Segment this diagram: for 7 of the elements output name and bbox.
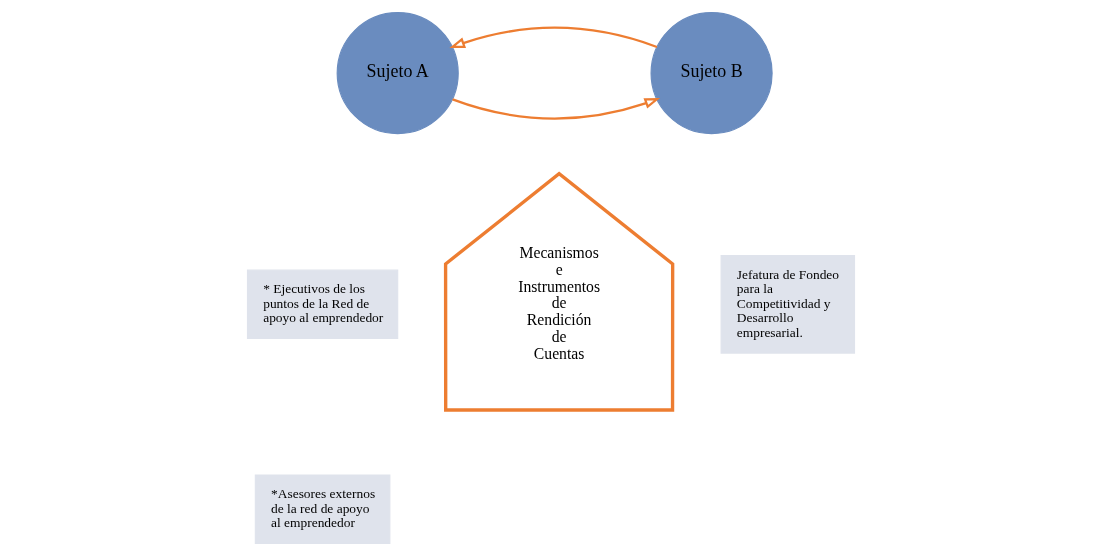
arrow — [452, 98, 661, 120]
node-box: * Ejecutivos de los puntos de la Red de apoyo al emprendedor — [246, 269, 399, 340]
node-circle: Sujeto A — [336, 12, 459, 135]
node-circle: Sujeto B — [650, 12, 773, 135]
arrow — [449, 26, 658, 49]
node-box: Jefatura de Fondeo para la Competitividad y Desarrollo empresarial. — [720, 255, 856, 354]
node-box: *Asesores externos de la red de apoyo al emprendedor — [254, 474, 391, 544]
